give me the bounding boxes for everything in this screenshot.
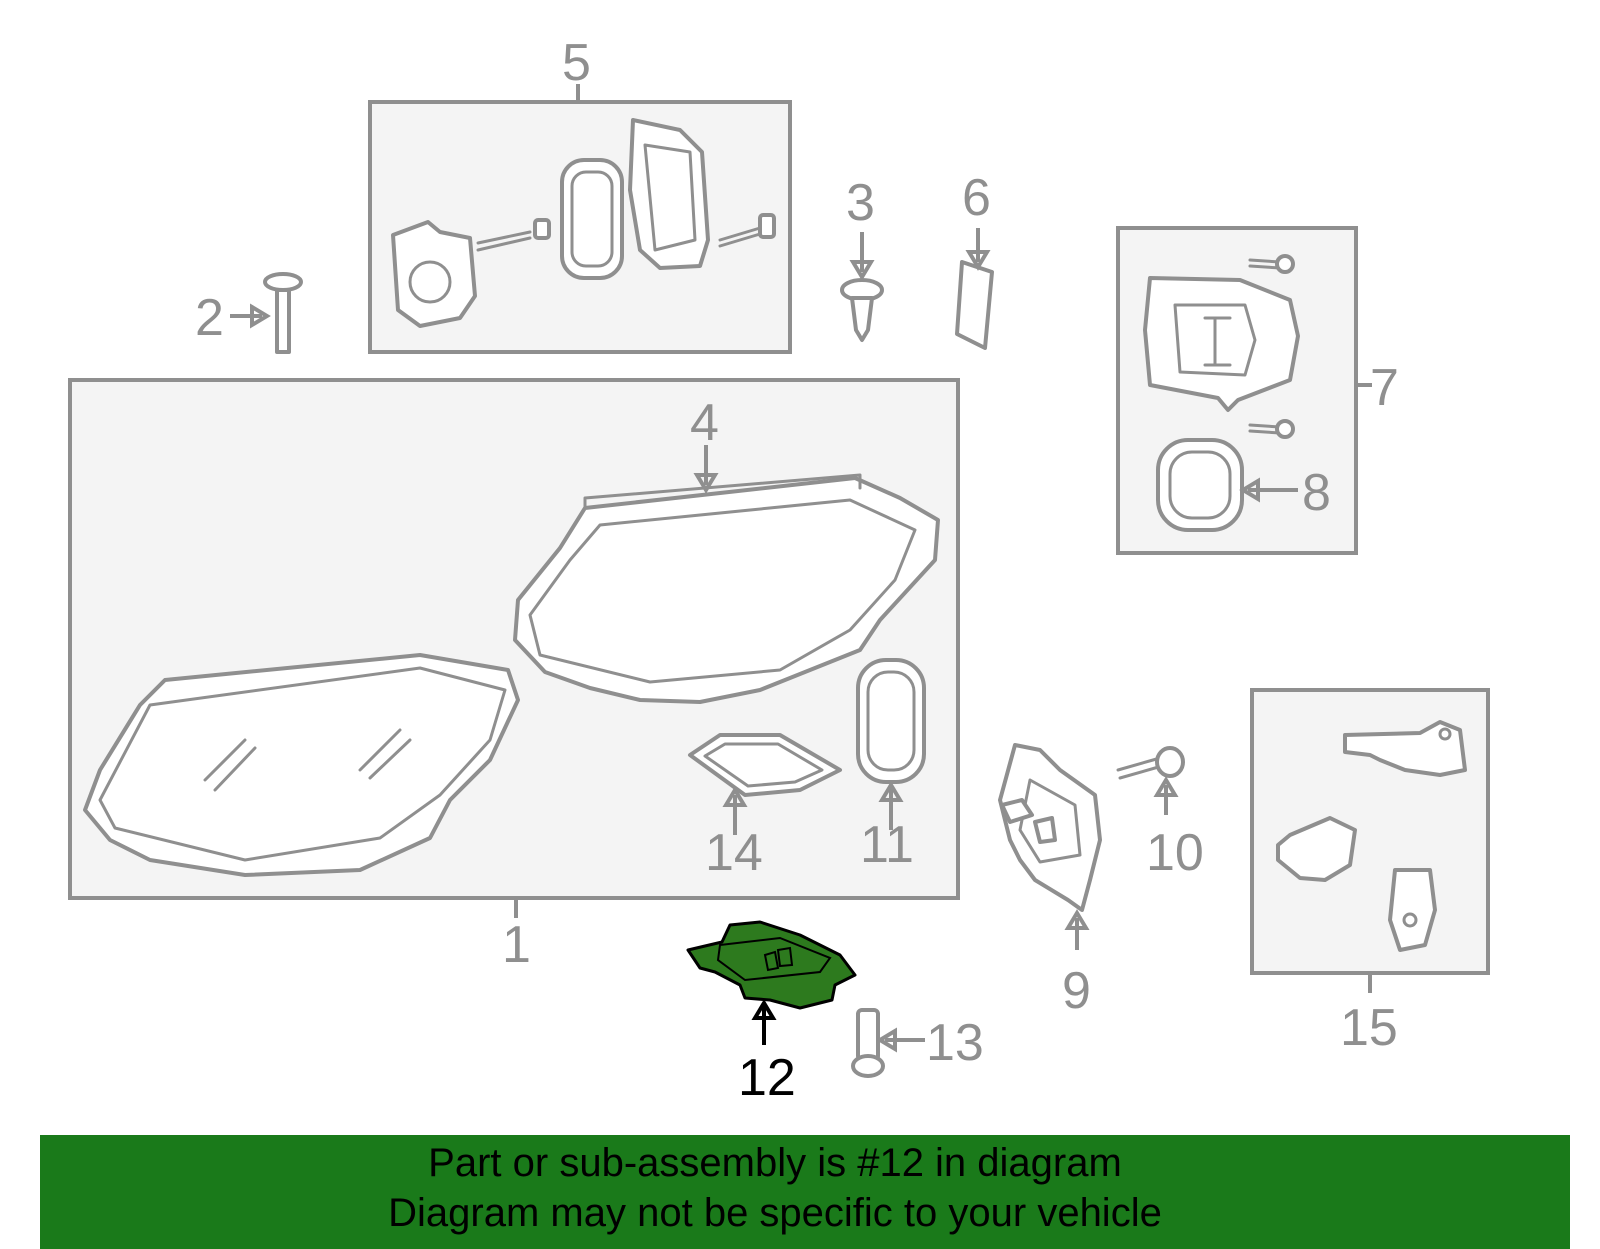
part-6-label [955, 260, 994, 350]
part-11-gasket [856, 658, 926, 784]
callout-7: 7 [1370, 359, 1399, 417]
part-15-brackets [1276, 720, 1467, 952]
part-8-gasket [1156, 438, 1244, 532]
callout-13: 13 [926, 1014, 984, 1072]
part-1-lens [83, 653, 520, 877]
part-3-clip [840, 278, 884, 342]
callout-4: 4 [690, 394, 719, 452]
callout-14: 14 [705, 824, 763, 882]
callout-11: 11 [860, 816, 914, 874]
callout-6: 6 [962, 169, 991, 227]
part-7-module [1143, 254, 1300, 439]
info-banner: Part or sub-assembly is #12 in diagram D… [40, 1135, 1570, 1249]
callout-1: 1 [502, 916, 531, 974]
part-12-highlighted [686, 920, 857, 1010]
part-10-screw [1116, 746, 1185, 780]
callout-8: 8 [1302, 464, 1331, 522]
callout-3: 3 [846, 174, 875, 232]
callout-2: 2 [195, 289, 224, 347]
callout-9: 9 [1062, 962, 1091, 1020]
callout-15: 15 [1340, 999, 1398, 1057]
part-13-screw [851, 1008, 885, 1078]
part-14-gasket [688, 733, 842, 797]
callout-5: 5 [562, 34, 591, 92]
part-4-housing [513, 473, 940, 704]
part-9-control-unit [998, 743, 1102, 912]
part-2-bolt [263, 272, 303, 354]
part-5-assembly [391, 118, 776, 328]
callout-10: 10 [1146, 824, 1204, 882]
callout-12: 12 [738, 1049, 796, 1107]
banner-line-2: Diagram may not be specific to your vehi… [388, 1191, 1162, 1235]
banner-line-1: Part or sub-assembly is #12 in diagram [428, 1141, 1122, 1185]
